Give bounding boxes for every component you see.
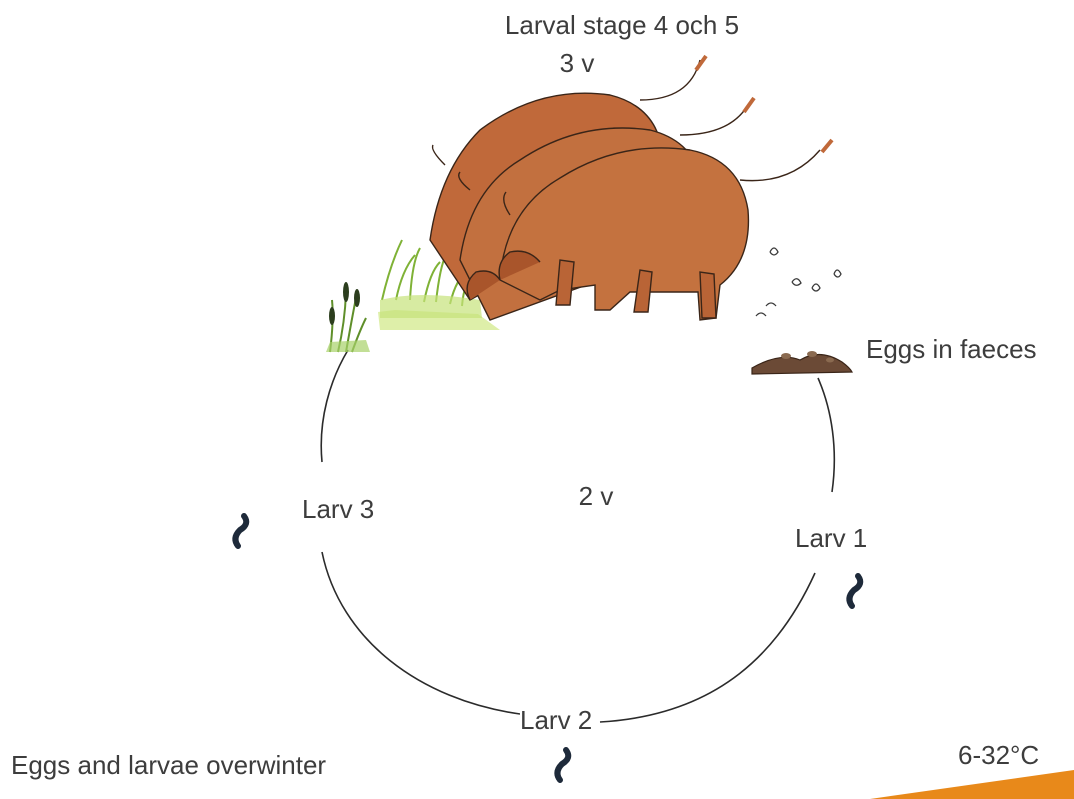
eggs-in-faeces-label: Eggs in faeces <box>866 334 1037 364</box>
accent-wedge <box>870 770 1074 799</box>
larva-icon-larv3 <box>235 516 246 546</box>
cycle-arrows <box>321 350 834 722</box>
arc-larv1-to-larv2 <box>600 573 815 722</box>
duration-adult-label: 3 v <box>560 48 595 78</box>
larv-1-label: Larv 1 <box>795 523 867 553</box>
larv-2-label: Larv 2 <box>520 705 592 735</box>
larval-stage-title: Larval stage 4 och 5 <box>505 10 739 40</box>
dung-pile-icon <box>752 351 852 374</box>
arc-larv2-to-larv3 <box>322 552 520 714</box>
larva-icon-larv1 <box>849 576 860 606</box>
larv-3-label: Larv 3 <box>302 494 374 524</box>
grazing-bovine-illustrations <box>430 56 832 320</box>
duration-center-label: 2 v <box>579 481 614 511</box>
overwinter-note: Eggs and larvae overwinter <box>11 750 326 780</box>
arc-larv3-to-host <box>321 350 348 462</box>
temperature-range-label: 6-32°C <box>958 740 1039 770</box>
fly-icon <box>756 248 841 316</box>
larva-icon-larv2 <box>557 750 568 780</box>
arc-eggs-to-larv1 <box>818 378 834 492</box>
